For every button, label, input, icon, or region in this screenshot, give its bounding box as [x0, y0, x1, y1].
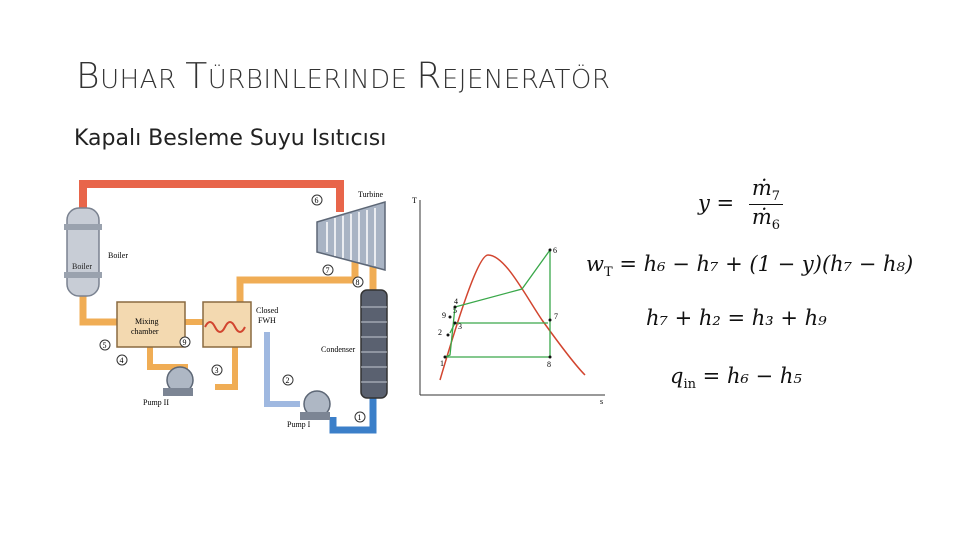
ts-point-5: 5: [453, 306, 457, 315]
pump1-label: Pump I: [287, 420, 311, 429]
closed-fwh: [202, 301, 252, 348]
ts-point-1: 1: [440, 359, 444, 368]
mixing-chamber: Mixing chamber: [116, 301, 186, 348]
equation-wt: wT = h₆ − h₇ + (1 − y)(h₇ − h₈): [586, 252, 914, 280]
cold-line: [329, 397, 377, 434]
state-markers: 6 7 8 9 5 4 3 2 1: [99, 194, 366, 423]
state-9: 9: [183, 338, 187, 347]
pump-i: [300, 390, 331, 420]
saturation-dome: [439, 254, 586, 381]
equation-balance: h₇ + h₂ = h₃ + h₉: [646, 306, 827, 330]
ts-point-7: 7: [554, 312, 558, 321]
slide-subtitle: Kapalı Besleme Suyu Isıtıcısı: [74, 126, 387, 151]
state-1: 1: [358, 413, 362, 422]
svg-text:Boiler: Boiler: [72, 262, 92, 271]
feed-line: [79, 292, 117, 326]
cool-line: [264, 332, 300, 407]
fwh-label-1: Closed: [256, 306, 278, 315]
ts-t-label: T: [412, 196, 417, 205]
plant-schematic: Boiler Boiler Turbine Mixing chamber Clo…: [64, 180, 388, 434]
ts-point-6: 6: [553, 246, 557, 255]
svg-text:chamber: chamber: [131, 327, 159, 336]
state-7: 7: [326, 266, 330, 275]
turbine: [316, 200, 386, 271]
turbine-label: Turbine: [358, 190, 383, 199]
condenser-label: Condenser: [321, 345, 356, 354]
svg-text:Mixing: Mixing: [135, 317, 159, 326]
state-4: 4: [120, 356, 124, 365]
state-5: 5: [103, 341, 107, 350]
pump-ii: [163, 366, 194, 396]
slide-title: BUHAR TÜRBINLERINDE REJENERATÖR: [76, 56, 611, 97]
state-6: 6: [315, 196, 319, 205]
ts-s-label: s: [600, 397, 603, 405]
boiler-label: Boiler: [108, 251, 128, 260]
pump2-label: Pump II: [143, 398, 169, 407]
ts-point-8: 8: [547, 360, 551, 369]
state-3: 3: [215, 366, 219, 375]
equation-qin: qin = h₆ − h₅: [670, 364, 802, 392]
condenser: [360, 289, 388, 399]
state-8: 8: [356, 278, 360, 287]
ts-point-3: 3: [458, 322, 462, 331]
state-2: 2: [286, 376, 290, 385]
steam-line: [79, 180, 344, 212]
bleed-line: [236, 260, 359, 302]
cycle-lines: [444, 247, 551, 358]
ts-point-9: 9: [442, 311, 446, 320]
ts-point-4: 4: [454, 297, 458, 306]
return-line: [215, 340, 238, 390]
ts-diagram: T s 6 4 9 5 3 2 1 7 8: [412, 196, 605, 405]
ts-point-2: 2: [438, 328, 442, 337]
boiler: Boiler: [64, 207, 102, 297]
fwh-label-2: FWH: [258, 316, 276, 325]
